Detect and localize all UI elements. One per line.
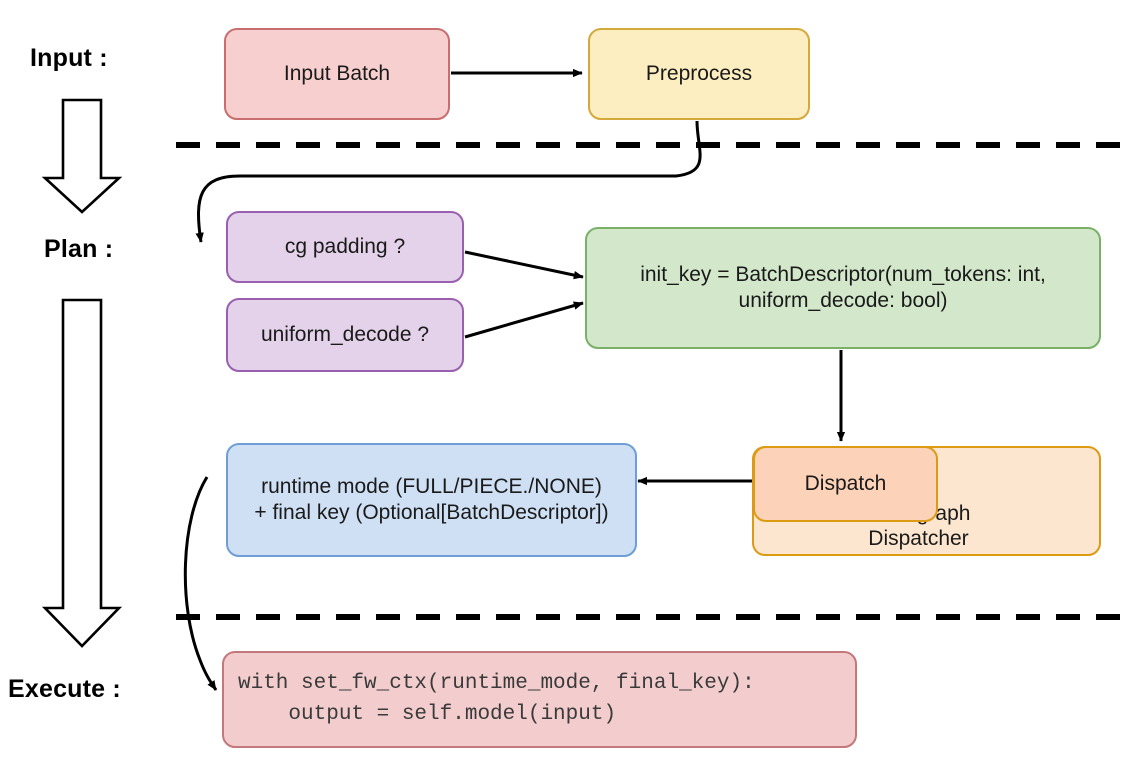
stage-block-arrow-input-to-plan (41, 98, 123, 214)
node-init-key-line1: init_key = BatchDescriptor(num_tokens: i… (640, 263, 1046, 287)
node-runtime-mode-line1: runtime mode (FULL/PIECE./NONE) (261, 475, 602, 499)
node-dispatch-label: Dispatch (804, 472, 887, 496)
edge-runtime-mode-to-execute-code (183, 476, 218, 691)
node-dispatch[interactable]: Dispatch (753, 446, 938, 522)
node-cudagraph-dispatcher-line2: Dispatcher (868, 527, 969, 551)
edge-uniform-decode-to-init-key (464, 301, 584, 339)
node-execute-code[interactable]: with set_fw_ctx(runtime_mode, final_key)… (222, 651, 857, 748)
stage-label-plan: Plan : (44, 235, 114, 263)
node-cg-padding[interactable]: cg padding ? (226, 211, 464, 283)
node-uniform-decode[interactable]: uniform_decode ? (226, 298, 464, 372)
node-preprocess[interactable]: Preprocess (588, 28, 810, 120)
stage-block-arrow-plan-to-execute (41, 298, 123, 648)
node-input-batch-label: Input Batch (283, 62, 391, 86)
node-input-batch[interactable]: Input Batch (224, 28, 450, 120)
node-preprocess-label: Preprocess (645, 62, 753, 86)
stage-label-execute: Execute : (8, 675, 121, 703)
node-uniform-decode-label: uniform_decode ? (260, 323, 430, 347)
node-runtime-mode-line2: + final key (Optional[BatchDescriptor]) (254, 501, 609, 524)
node-execute-code-line1: with set_fw_ctx(runtime_mode, final_key)… (238, 672, 755, 696)
stage-label-input: Input : (30, 44, 108, 72)
node-init-key-line2: uniform_decode: bool) (738, 289, 948, 312)
edge-cg-padding-to-init-key (464, 250, 584, 280)
node-cg-padding-label: cg padding ? (284, 235, 406, 259)
node-execute-code-line2: output = self.model(input) (238, 702, 617, 726)
node-runtime-mode[interactable]: runtime mode (FULL/PIECE./NONE) + final … (226, 443, 637, 557)
node-init-key[interactable]: init_key = BatchDescriptor(num_tokens: i… (585, 227, 1101, 349)
